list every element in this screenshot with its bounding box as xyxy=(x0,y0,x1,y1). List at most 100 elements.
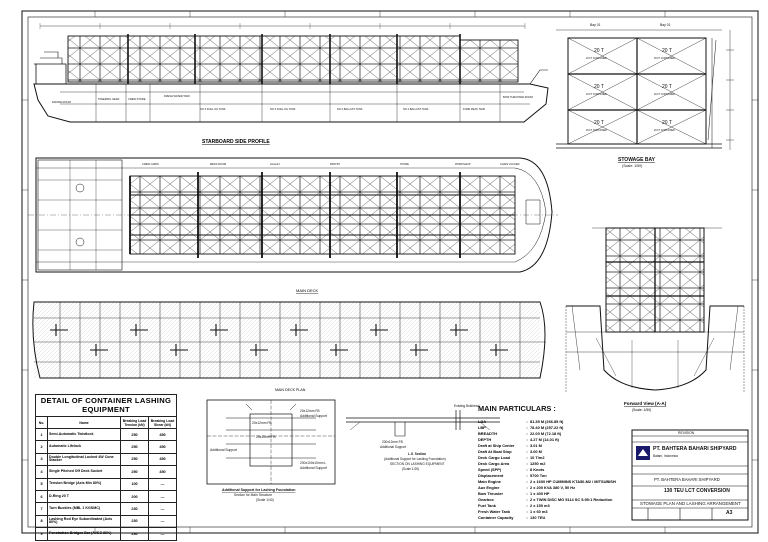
lug-detail-labels: Existing Bulkhead 200x12mm FB Additional… xyxy=(380,404,480,471)
particular-colon: : xyxy=(526,448,528,454)
particular-colon: : xyxy=(526,436,528,442)
deck-space-labels: CREW CABIN MESS ROOM GALLEY PANTRY STORE… xyxy=(142,162,520,166)
cell-tension: 250 xyxy=(120,427,149,442)
particular-key: Draft at Ship Center xyxy=(478,442,515,448)
cell-name: Single Pitched Off Deck Socket xyxy=(47,465,121,479)
cell-no: 6 xyxy=(35,489,48,504)
hull-section-title: MAIN DECK PLAN xyxy=(275,388,306,392)
cell-shear: 450 xyxy=(148,452,177,467)
particular-value: 1250 m2 xyxy=(530,460,546,466)
cell-name: Lashing Rod Eye Subordinated (Axis 80%) xyxy=(47,514,121,529)
particular-key: Displacement xyxy=(478,472,504,478)
particular-key: Deck Cargo Area xyxy=(478,460,510,466)
detail-label: 25x10mm FB xyxy=(256,435,276,439)
container-weight: 20 T xyxy=(594,120,604,126)
lashing-table-title: DETAIL OF CONTAINER LASHING EQUIPMENT xyxy=(35,394,177,416)
particular-colon: : xyxy=(526,418,528,424)
column-header: Name xyxy=(47,416,121,429)
particular-row: Fresh Water Tank:1 x 60 m3 xyxy=(478,509,616,515)
stowage-bay-view xyxy=(556,29,734,150)
container-label: 20 FT CONTAINER xyxy=(586,57,607,60)
space-label: MESS ROOM xyxy=(210,162,226,166)
support-detail xyxy=(206,399,336,485)
particular-colon: : xyxy=(526,430,528,436)
shipyard-logo xyxy=(636,446,650,460)
space-label: CREW STORE xyxy=(128,97,146,101)
lug-detail xyxy=(346,410,500,437)
cell-tension: 230 xyxy=(120,527,149,541)
cell-shear: — xyxy=(148,514,177,529)
particular-value: 2 x 150 m3 xyxy=(530,503,550,509)
space-label: GALLEY xyxy=(270,162,280,166)
table-header-row: No. Name Breaking Load Tension (kN) Brea… xyxy=(35,416,177,429)
lug-detail-title: L.S. Section xyxy=(408,452,426,456)
particular-colon: : xyxy=(526,424,528,430)
main-deck-title: MAIN DECK xyxy=(296,288,319,293)
support-detail-scale: (Scale 1/40) xyxy=(256,498,274,502)
particular-key: LOA xyxy=(478,418,487,424)
cell-tension: 250 xyxy=(120,452,149,467)
particular-row: Bow Thruster:1 x 400 HP xyxy=(478,491,616,497)
particular-key: Deck Cargo Load xyxy=(478,454,510,460)
cell-tension: 230 xyxy=(120,502,149,516)
space-label: NO.4 FUEL OIL TANK xyxy=(200,107,226,111)
cell-no: 3 xyxy=(35,452,48,467)
project-name: 130 TEU LCT CONVERSION xyxy=(664,488,730,494)
cell-shear: 450 xyxy=(148,465,177,479)
particular-row: Draft at Ship Center:3.01 M xyxy=(478,442,616,448)
profile-space-labels: ENGINE ROOM STEERING GEAR CREW STORE FRE… xyxy=(52,94,533,111)
particular-colon: : xyxy=(526,454,528,460)
space-label: CREW CABIN xyxy=(142,162,159,166)
particular-value: 4.27 M (14.01 ft) xyxy=(530,436,559,442)
particular-colon: : xyxy=(526,509,528,515)
particular-value: 5700 Ton xyxy=(530,472,547,478)
particular-value: 130 TEU xyxy=(530,515,546,521)
sheet-size: A3 xyxy=(726,510,733,516)
particular-value: 78.40 M (257.22 ft) xyxy=(530,424,564,430)
space-label: STEERING GEAR xyxy=(98,97,119,101)
particular-key: Container Capacity xyxy=(478,515,514,521)
cell-no: 1 xyxy=(35,427,48,442)
space-label: NO.2 BALLAST TANK xyxy=(337,107,363,111)
detail-label: Existing Bulkhead xyxy=(454,404,480,408)
column-header: Breaking Load Tension (kN) xyxy=(120,416,149,429)
particular-colon: : xyxy=(526,466,528,472)
cell-shear: — xyxy=(148,477,177,491)
particular-value: 3.00 M xyxy=(530,448,542,454)
particular-key: Fuel Tank xyxy=(478,503,496,509)
space-label: FRESH WATER TANK xyxy=(164,94,190,98)
cell-tension: 250 xyxy=(120,440,149,454)
cell-name: Tension Bridge (Axis Min 80%) xyxy=(47,477,121,491)
particular-value: 2 x 1600 HP CUMMINS KTA50-M2 / MITSUBISH… xyxy=(530,478,616,484)
forward-view-title: Forward View (A-A) xyxy=(624,401,667,406)
space-label: WORKSHOP xyxy=(455,162,471,166)
lug-detail-scale: (Scale 1/20) xyxy=(402,467,419,471)
container-label: 20 FT CONTAINER xyxy=(654,129,675,132)
particular-key: DEPTH xyxy=(478,436,492,442)
particular-key: Gearbox xyxy=(478,497,494,503)
profile-title: STARBOARD SIDE PROFILE xyxy=(202,139,270,145)
cell-no: 9 xyxy=(35,527,48,541)
cell-no: 2 xyxy=(35,440,48,454)
particular-colon: : xyxy=(526,497,528,503)
container-label: 20 FT CONTAINER xyxy=(586,93,607,96)
particular-key: Aux Engine xyxy=(478,485,500,491)
particular-row: Displacement:5700 Ton xyxy=(478,472,616,478)
particular-colon: : xyxy=(526,442,528,448)
main-particulars: LOA:81.35 M (266.85 ft)LBP:78.40 M (257.… xyxy=(478,418,616,521)
particular-value: 2 x TWIN DISC MG 5114 SC 5.95:1 Reductio… xyxy=(530,497,613,503)
container-weight: 20 T xyxy=(662,84,672,90)
particular-colon: : xyxy=(526,478,528,484)
particular-value: 22.00 M (72.18 ft) xyxy=(530,430,562,436)
space-label: CHAIN LOCKER xyxy=(500,162,520,166)
particular-colon: : xyxy=(526,503,528,509)
forward-view-scale: (Scale: 1/50) xyxy=(632,408,651,412)
drawing-title: STOWAGE PLAN AND LASHING ARRANGEMENT xyxy=(640,501,741,506)
lug-detail-subtitle: (Additional Support for Lashing Foundati… xyxy=(384,457,446,461)
cell-no: 4 xyxy=(35,465,48,479)
